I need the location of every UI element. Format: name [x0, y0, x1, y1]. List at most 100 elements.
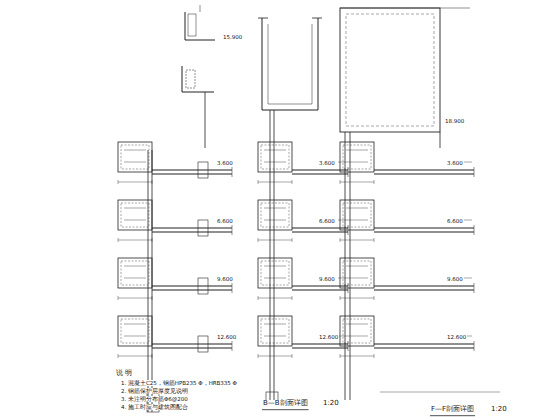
- drawing-line: [346, 162, 368, 163]
- elevation-label: 6.600: [318, 218, 336, 224]
- drawing-line: [292, 347, 348, 348]
- drawing-line: [312, 18, 322, 19]
- drawing-line: [430, 415, 475, 416]
- drawing-line: [258, 180, 259, 184]
- drawing-line: [118, 354, 119, 358]
- drawing-line: [292, 289, 348, 290]
- drawing-line: [232, 341, 233, 351]
- drawing-outline: [121, 319, 149, 343]
- drawing-outline: [198, 220, 208, 236]
- elevation-label: 3.600: [446, 160, 464, 166]
- elevation-label: 3.600: [216, 160, 234, 166]
- drawing-line: [292, 180, 293, 184]
- drawing-line: [380, 392, 500, 393]
- drawing-line: [185, 12, 215, 40]
- elevation-label: 9.600: [216, 276, 234, 282]
- drawing-line: [340, 296, 341, 300]
- drawing-outline: [118, 200, 152, 230]
- drawing-outline: [258, 258, 292, 288]
- drawing-line: [152, 231, 232, 232]
- drawing-line: [258, 182, 292, 183]
- drawing-line: [152, 169, 232, 170]
- drawing-outline: [198, 336, 208, 352]
- drawing-outline: [261, 145, 289, 169]
- drawing-outline: [258, 200, 292, 230]
- drawing-line: [264, 162, 286, 163]
- drawing-line: [258, 354, 259, 358]
- drawing-line: [270, 110, 271, 400]
- drawing-line: [118, 238, 119, 242]
- drawing-line: [474, 283, 475, 293]
- drawing-line: [292, 296, 293, 300]
- drawing-outline: [340, 258, 374, 288]
- drawing-outline: [340, 200, 374, 230]
- drawing-outline: [343, 203, 371, 227]
- drawing-outline: [261, 319, 289, 343]
- drawing-line: [292, 354, 293, 358]
- drawing-line: [124, 208, 146, 209]
- note-text: 3. 未注明分布筋Φ6@200: [120, 396, 189, 402]
- elevation-label: 15.900: [222, 34, 243, 40]
- drawing-line: [374, 238, 375, 242]
- drawing-line: [340, 240, 374, 241]
- drawing-line: [124, 336, 146, 337]
- drawing-outline: [121, 261, 149, 285]
- drawing-outline: [343, 261, 371, 285]
- section-title: B—B剖面详图: [262, 400, 309, 408]
- elevation-label: 18.900: [444, 118, 465, 124]
- drawing-outline: [340, 142, 374, 172]
- drawing-line: [118, 298, 152, 299]
- drawing-line: [124, 266, 146, 267]
- drawing-outline: [118, 258, 152, 288]
- drawing-line: [258, 298, 292, 299]
- drawing-line: [346, 278, 368, 279]
- drawing-outline: [340, 316, 374, 346]
- drawing-outline: [343, 319, 371, 343]
- drawing-line: [374, 343, 474, 344]
- drawing-line: [346, 208, 368, 209]
- drawing-line: [258, 238, 259, 242]
- drawing-line: [124, 324, 146, 325]
- drawing-line: [264, 266, 286, 267]
- drawing-line: [374, 289, 474, 290]
- drawing-line: [340, 8, 470, 9]
- drawing-outline: [121, 203, 149, 227]
- drawing-line: [374, 285, 474, 286]
- drawing-line: [232, 283, 233, 293]
- note-text: 4. 施工时应与建筑图配合: [120, 404, 189, 410]
- drawing-outline: [118, 142, 152, 172]
- drawing-line: [152, 347, 232, 348]
- drawing-line: [262, 18, 318, 110]
- drawing-line: [258, 296, 259, 300]
- drawing-line: [440, 132, 441, 148]
- drawing-line: [340, 354, 341, 358]
- drawing-line: [205, 92, 206, 148]
- drawing-line: [258, 18, 268, 19]
- drawing-line: [474, 341, 475, 351]
- drawing-line: [264, 336, 286, 337]
- drawing-line: [152, 354, 153, 358]
- drawing-line: [152, 296, 153, 300]
- drawing-line: [274, 110, 275, 400]
- drawing-line: [264, 278, 286, 279]
- drawing-outline: [118, 316, 152, 346]
- drawing-line: [346, 220, 368, 221]
- drawing-line: [474, 225, 475, 235]
- note-text: 说 明: [115, 370, 133, 378]
- linework: [118, 5, 500, 416]
- drawing-outline: [343, 145, 371, 169]
- drawing-line: [374, 354, 375, 358]
- elevation-label: 9.600: [446, 276, 464, 282]
- drawing-outline: [188, 14, 196, 36]
- drawing-outline: [198, 278, 208, 294]
- drawing-line: [152, 238, 153, 242]
- drawing-line: [292, 238, 293, 242]
- elevation-label: 3.600: [318, 160, 336, 166]
- drawing-line: [118, 180, 119, 184]
- drawing-line: [374, 296, 375, 300]
- drawing-line: [152, 285, 232, 286]
- elevation-label: 12.600: [216, 334, 237, 340]
- drawing-outline: [261, 261, 289, 285]
- drawing-outline: [186, 70, 195, 88]
